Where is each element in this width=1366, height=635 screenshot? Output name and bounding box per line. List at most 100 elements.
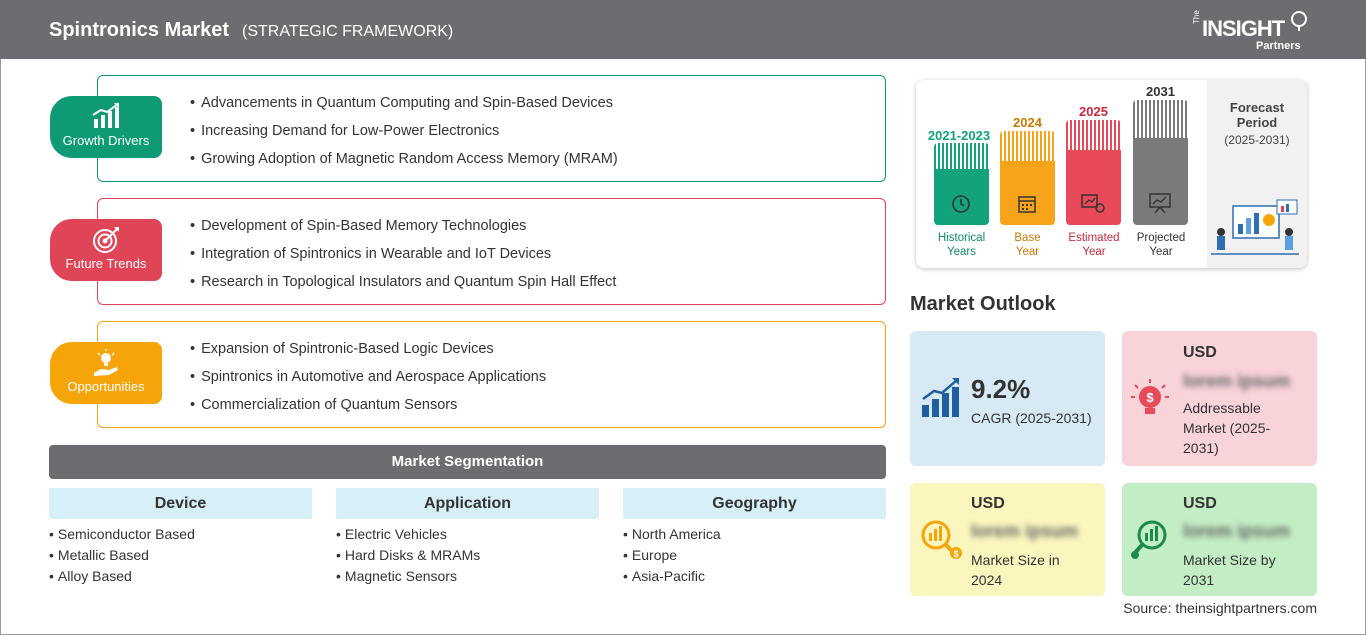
list-item: Expansion of Spintronic-Based Logic Devi… — [190, 341, 546, 369]
list-item: Magnetic Sensors — [336, 568, 599, 589]
timeline-bar-historical — [934, 169, 989, 225]
growth-drivers-pill: Growth Drivers — [50, 96, 162, 158]
opportunities-pill: Opportunities — [50, 342, 162, 404]
opportunities-label: Opportunities — [67, 379, 145, 394]
list-item: Increasing Demand for Low-Power Electron… — [190, 123, 618, 151]
list-item: Advancements in Quantum Computing and Sp… — [190, 95, 618, 123]
insight-partners-logo: The INSIGHT Partners — [1190, 10, 1310, 54]
list-item: Spintronics in Automotive and Aerospace … — [190, 369, 546, 397]
estimate-icon — [1081, 194, 1105, 213]
forecast-period-label: Forecast Period — [1229, 100, 1285, 130]
timeline-hatch — [1066, 120, 1121, 150]
timeline-year-base: 2024 — [1013, 115, 1042, 130]
market-size-2024-card: $ USD lorem ipsum Market Size in 2024 — [910, 483, 1105, 596]
addressable-label: Addressable Market (2025-2031) — [1183, 400, 1271, 456]
future-trends-box: Development of Spin-Based Memory Technol… — [97, 198, 886, 305]
segment-application: Application Electric Vehicles Hard Disks… — [336, 488, 599, 589]
timeline-caption-historical: Historical Years — [922, 231, 1001, 259]
future-trends-pill: Future Trends — [50, 219, 162, 281]
timeline-caption-estimated: Estimated Year — [1061, 231, 1127, 259]
timeline-hatch — [1000, 131, 1055, 161]
size-2024-value: lorem ipsum — [971, 521, 1079, 541]
list-item: Hard Disks & MRAMs — [336, 547, 599, 568]
logo-insight: INSIGHT — [1202, 16, 1285, 41]
header-bar: Spintronics Market (STRATEGIC FRAMEWORK)… — [0, 0, 1366, 59]
caption-line: Base — [1014, 232, 1041, 244]
caption-line: Year — [1015, 246, 1040, 258]
addressable-market-card: $ USD lorem ipsum Addressable Market (20… — [1122, 331, 1317, 466]
list-item: Growing Adoption of Magnetic Random Acce… — [190, 151, 618, 179]
caption-line: Projected — [1136, 232, 1186, 244]
growth-chart-icon — [92, 103, 119, 128]
addressable-usd: USD — [1183, 344, 1217, 361]
svg-text:$: $ — [953, 549, 958, 559]
forecast-period-panel: Forecast Period (2025-2031) — [1207, 80, 1307, 268]
list-item: Asia-Pacific — [623, 568, 886, 589]
list-item: Semiconductor Based — [49, 526, 312, 547]
logo-the: The — [1192, 10, 1201, 24]
segment-application-head: Application — [336, 488, 599, 519]
timeline-card: 2021-2023 Historical Years 2024 Base Yea… — [916, 80, 1307, 268]
chart-magnifier-icon — [1131, 520, 1167, 559]
analytics-team-icon — [1211, 199, 1299, 255]
future-trends-label: Future Trends — [65, 256, 147, 271]
list-item: Metallic Based — [49, 547, 312, 568]
cagr-card: 9.2% CAGR (2025-2031) — [910, 331, 1105, 466]
timeline-hatch — [934, 143, 989, 169]
cagr-value: 9.2% — [971, 374, 1031, 404]
source-note: Source: theinsightpartners.com — [1123, 600, 1317, 616]
timeline-hatch — [1133, 100, 1188, 138]
timeline-caption-base: Base Year — [1000, 231, 1055, 259]
growth-drivers-label: Growth Drivers — [62, 133, 150, 148]
market-outlook-title: Market Outlook — [910, 293, 1056, 315]
market-size-2031-card: USD lorem ipsum Market Size by 2031 — [1122, 483, 1317, 596]
size-2031-label: Market Size by 2031 — [1183, 552, 1276, 588]
cagr-label: CAGR (2025-2031) — [971, 410, 1092, 426]
idea-hand-icon — [94, 349, 118, 376]
svg-text:$: $ — [1146, 390, 1154, 405]
dollar-bulb-icon: $ — [1131, 379, 1169, 414]
segment-device: Device Semiconductor Based Metallic Base… — [49, 488, 312, 589]
timeline-bar-base — [1000, 161, 1055, 225]
list-item: North America — [623, 526, 886, 547]
segment-device-head: Device — [49, 488, 312, 519]
timeline-year-estimated: 2025 — [1079, 104, 1108, 119]
list-item: Commercialization of Quantum Sensors — [190, 397, 546, 425]
history-icon — [952, 195, 970, 213]
opportunities-box: Expansion of Spintronic-Based Logic Devi… — [97, 321, 886, 428]
size-2024-label: Market Size in 2024 — [971, 552, 1060, 588]
list-item: Development of Spin-Based Memory Technol… — [190, 218, 616, 246]
list-item: Research in Topological Insulators and Q… — [190, 274, 616, 302]
caption-line: Year — [1149, 246, 1173, 258]
growth-bars-icon — [922, 378, 959, 417]
market-segmentation-bar: Market Segmentation — [49, 445, 886, 479]
timeline-year-projected: 2031 — [1146, 84, 1175, 99]
caption-line: Historical — [937, 232, 986, 244]
size-2031-value: lorem ipsum — [1183, 521, 1291, 541]
growth-drivers-list: Advancements in Quantum Computing and Sp… — [190, 95, 618, 179]
list-item: Electric Vehicles — [336, 526, 599, 547]
segment-geography-head: Geography — [623, 488, 886, 519]
target-icon — [93, 227, 119, 253]
addressable-value: lorem ipsum — [1183, 371, 1291, 391]
caption-line: Year — [1082, 246, 1106, 258]
timeline-bar-projected — [1133, 138, 1188, 225]
timeline-caption-projected: Projected Year — [1128, 231, 1194, 259]
timeline-year-historical: 2021-2023 — [927, 128, 991, 143]
list-item: Europe — [623, 547, 886, 568]
money-magnifier-icon: $ — [921, 520, 962, 559]
opportunities-list: Expansion of Spintronic-Based Logic Devi… — [190, 341, 546, 425]
size-2024-usd: USD — [971, 495, 1005, 512]
caption-line: Estimated — [1068, 232, 1120, 244]
segment-geography: Geography North America Europe Asia-Paci… — [623, 488, 886, 589]
caption-line: Years — [947, 246, 976, 258]
logo-partners: Partners — [1256, 40, 1301, 52]
future-trends-list: Development of Spin-Based Memory Technol… — [190, 218, 616, 302]
size-2031-usd: USD — [1183, 495, 1217, 512]
list-item: Integration of Spintronics in Wearable a… — [190, 246, 616, 274]
page-subtitle: (STRATEGIC FRAMEWORK) — [242, 23, 454, 40]
timeline-bar-estimated — [1066, 150, 1121, 225]
page-title: Spintronics Market — [49, 19, 230, 41]
calendar-icon — [1018, 196, 1036, 213]
forecast-period-range: (2025-2031) — [1224, 133, 1290, 147]
